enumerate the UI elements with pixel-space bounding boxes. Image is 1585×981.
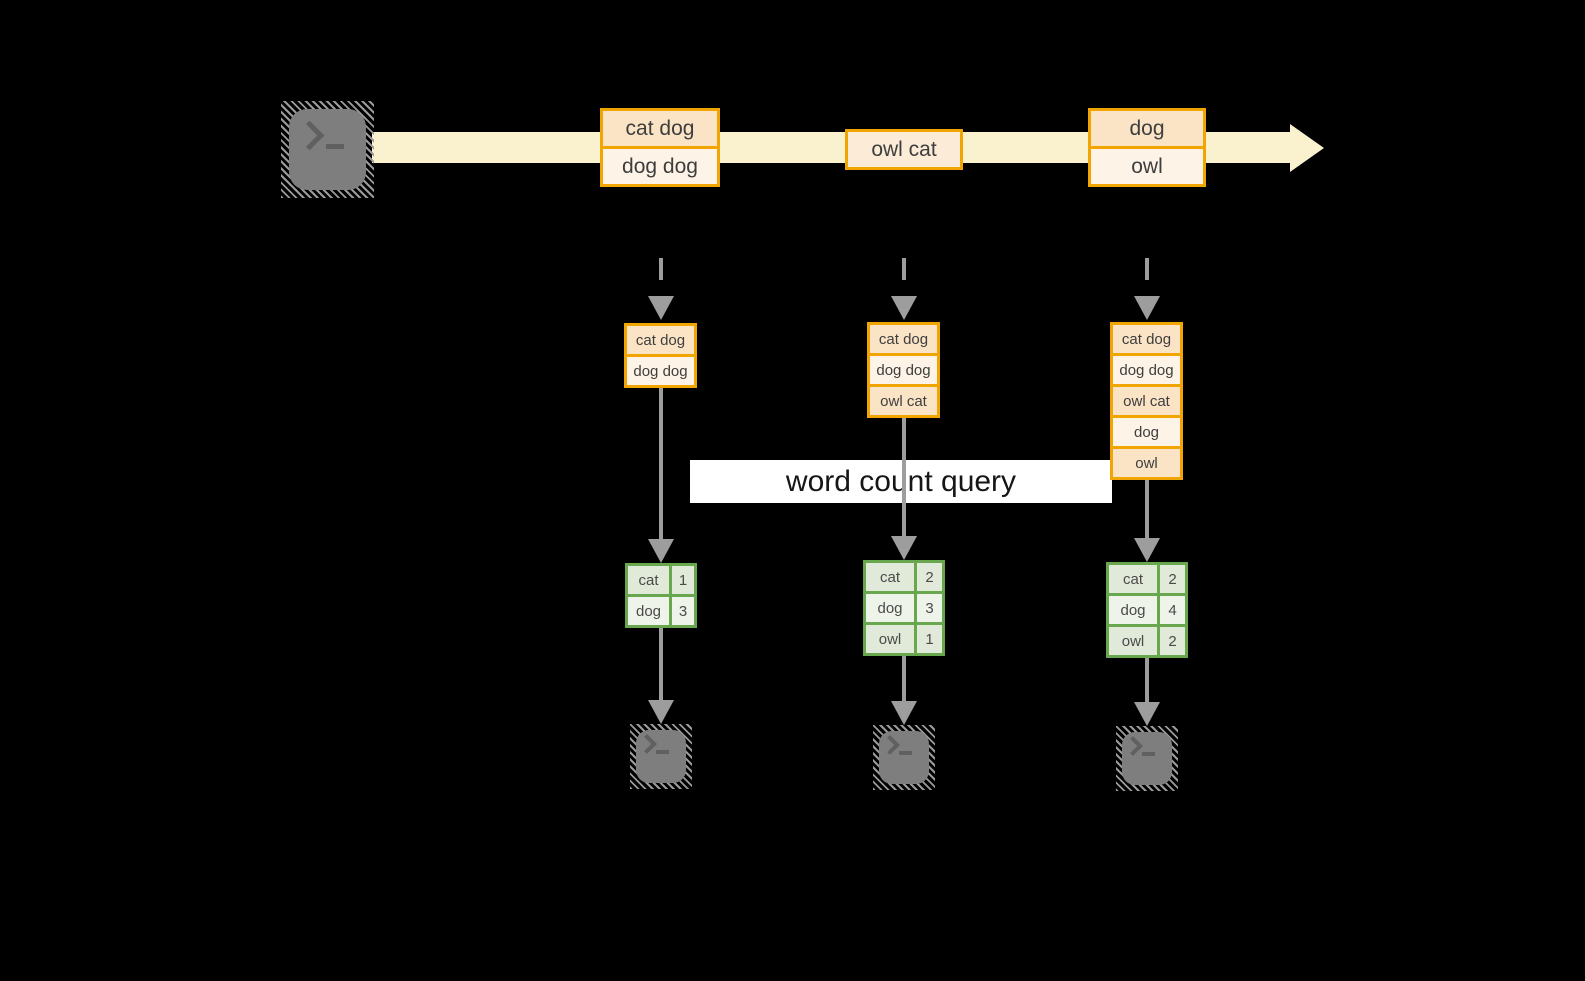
state-row: owl cat: [1113, 384, 1180, 415]
source-terminal-icon: [281, 101, 374, 198]
terminal-underscore-icon: [1142, 752, 1155, 756]
count-table-2: cat 2 dog 3 owl 1: [863, 560, 945, 656]
count-value-cell: 2: [1160, 627, 1185, 655]
batch-row: dog dog: [603, 146, 717, 184]
state-box-3: cat dog dog dog owl cat dog owl: [1110, 322, 1183, 480]
count-value-cell: 2: [917, 563, 942, 591]
arrowhead-icon: [1134, 702, 1160, 726]
count-value-cell: 2: [1160, 565, 1185, 593]
batch-row: cat dog: [603, 111, 717, 146]
terminal-underscore-icon: [656, 750, 669, 754]
batch-box-1: cat dog dog dog: [600, 108, 720, 187]
arrowhead-icon: [891, 701, 917, 725]
connector-line: [1145, 480, 1149, 538]
arrowhead-icon: [891, 296, 917, 320]
state-row: owl: [1113, 446, 1180, 477]
count-value-cell: 1: [917, 625, 942, 653]
dashed-down-arrow: [659, 258, 663, 292]
count-word-cell: owl: [1109, 627, 1157, 655]
terminal-body: [879, 731, 929, 784]
terminal-body: [636, 730, 686, 783]
state-box-1: cat dog dog dog: [624, 323, 697, 388]
state-row: dog dog: [1113, 353, 1180, 384]
count-word-cell: owl: [866, 625, 914, 653]
arrowhead-icon: [648, 700, 674, 724]
count-table-3: cat 2 dog 4 owl 2: [1106, 562, 1188, 658]
connector-line: [659, 628, 663, 700]
count-word-cell: dog: [628, 597, 669, 625]
terminal-body: [289, 109, 366, 190]
batch-row: owl cat: [848, 132, 960, 167]
count-word-cell: cat: [628, 566, 669, 594]
count-value-cell: 3: [672, 597, 694, 625]
batch-row: owl: [1091, 146, 1203, 184]
batch-box-3: dog owl: [1088, 108, 1206, 187]
arrowhead-icon: [648, 539, 674, 563]
state-row: dog: [1113, 415, 1180, 446]
connector-line: [902, 418, 906, 536]
arrowhead-icon: [1134, 296, 1160, 320]
sink-terminal-icon-1: [630, 724, 692, 789]
count-word-cell: cat: [866, 563, 914, 591]
word-count-query-label: word count query: [690, 460, 1112, 503]
state-box-2: cat dog dog dog owl cat: [867, 322, 940, 418]
count-word-cell: dog: [1109, 596, 1157, 624]
count-value-cell: 1: [672, 566, 694, 594]
count-value-cell: 4: [1160, 596, 1185, 624]
count-table-1: cat 1 dog 3: [625, 563, 697, 628]
terminal-underscore-icon: [326, 144, 344, 149]
dashed-down-arrow: [902, 258, 906, 292]
sink-terminal-icon-2: [873, 725, 935, 790]
sink-terminal-icon-3: [1116, 726, 1178, 791]
stream-arrowhead-icon: [1290, 124, 1324, 172]
connector-line: [659, 387, 663, 539]
state-row: cat dog: [627, 326, 694, 354]
arrowhead-icon: [648, 296, 674, 320]
state-row: dog dog: [870, 353, 937, 384]
dashed-down-arrow: [1145, 258, 1149, 292]
state-row: cat dog: [1113, 325, 1180, 353]
state-row: cat dog: [870, 325, 937, 353]
state-row: dog dog: [627, 354, 694, 385]
batch-row: dog: [1091, 111, 1203, 146]
terminal-body: [1122, 732, 1172, 785]
arrowhead-icon: [1134, 538, 1160, 562]
terminal-underscore-icon: [899, 751, 912, 755]
arrowhead-icon: [891, 536, 917, 560]
count-word-cell: cat: [1109, 565, 1157, 593]
connector-line: [902, 656, 906, 701]
count-word-cell: dog: [866, 594, 914, 622]
state-row: owl cat: [870, 384, 937, 415]
connector-line: [1145, 658, 1149, 702]
count-value-cell: 3: [917, 594, 942, 622]
batch-box-2: owl cat: [845, 129, 963, 170]
